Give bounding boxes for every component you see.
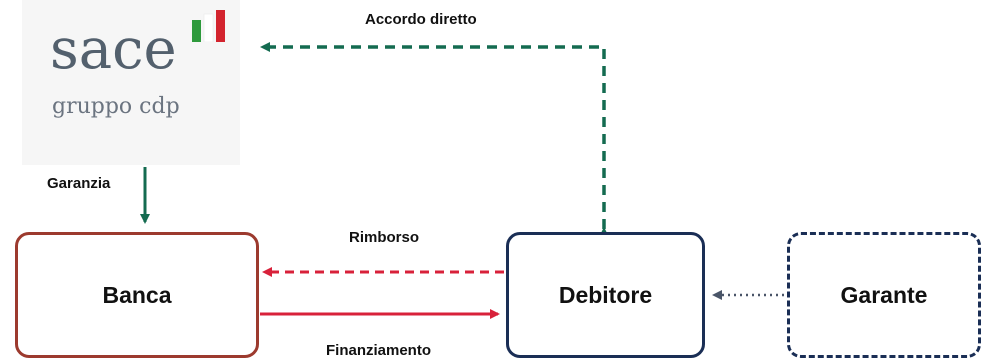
garanzia-label: Garanzia [47, 175, 111, 192]
banca-label: Banca [102, 281, 172, 308]
logo-subtitle: gruppo cdp [52, 94, 180, 119]
debitore-label: Debitore [558, 281, 653, 308]
garante-label: Garante [840, 281, 928, 308]
italian-flag-icon [192, 10, 225, 42]
garante-node: Garante [787, 232, 981, 358]
rimborso-label: Rimborso [349, 229, 420, 246]
logo-wordmark: sace [50, 17, 177, 82]
sace-logo: sace gruppo cdp [22, 0, 240, 165]
finanziamento-label: Finanziamento [326, 342, 432, 359]
banca-node: Banca [15, 232, 259, 358]
accordo-diretto-arrow [260, 42, 609, 237]
accordo-diretto-label: Accordo diretto [365, 11, 477, 28]
debitore-node: Debitore [506, 232, 705, 358]
